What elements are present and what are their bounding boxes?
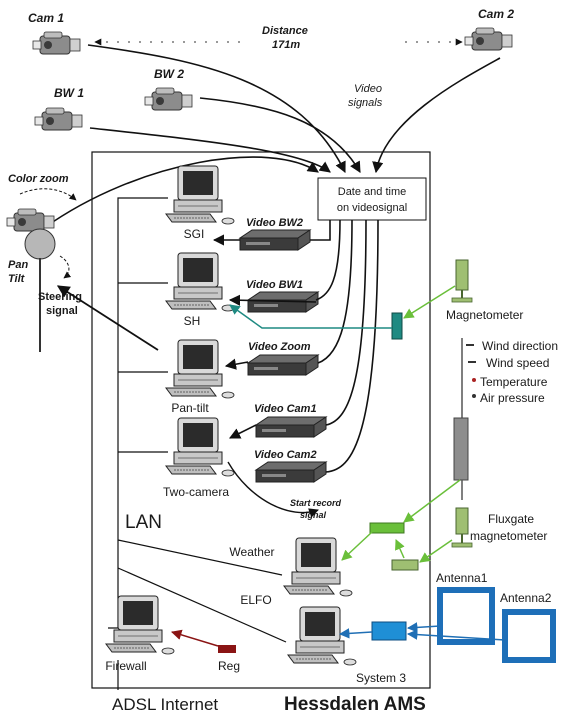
vcr-cam2-icon bbox=[255, 461, 327, 483]
recorder-signal-lines bbox=[212, 219, 379, 473]
system-label: System 3 bbox=[356, 671, 406, 685]
elfo-input-arrow bbox=[338, 628, 373, 639]
temperature-icon bbox=[472, 378, 476, 382]
vcr-bw2-label: Video BW2 bbox=[246, 217, 303, 229]
video-signals-label-2: signals bbox=[348, 97, 383, 109]
tilt-rotation-arrow bbox=[59, 255, 72, 279]
color-zoom-label: Color zoom bbox=[8, 173, 69, 185]
date-time-box bbox=[317, 177, 427, 221]
antenna2-arrow bbox=[406, 629, 506, 641]
antenna2-label: Antenna2 bbox=[500, 591, 552, 605]
weather-interface-icon bbox=[369, 522, 405, 534]
antenna2-icon bbox=[502, 609, 556, 663]
bw1-label: BW 1 bbox=[54, 86, 84, 100]
vcr-zoom-icon bbox=[247, 354, 319, 376]
vcr-bw2-icon bbox=[239, 229, 311, 251]
temperature-label: Temperature bbox=[480, 375, 548, 389]
firewall-label: Firewall bbox=[105, 659, 146, 673]
weather-station-arrow bbox=[403, 479, 461, 523]
elfo-label: ELFO bbox=[240, 593, 271, 607]
internet-label: ADSL Internet bbox=[112, 695, 218, 714]
antenna1-icon bbox=[437, 587, 495, 645]
zoom-rotation-arrow bbox=[19, 188, 77, 201]
elfo-computer-icon bbox=[287, 606, 357, 666]
magnetometer-label: Magnetometer bbox=[446, 308, 523, 322]
video-signal-lines bbox=[43, 44, 501, 229]
steering-label-2: signal bbox=[46, 305, 78, 317]
sh-computer-icon bbox=[165, 252, 235, 312]
vcr-cam1-icon bbox=[255, 416, 327, 438]
firewall-computer-icon bbox=[105, 595, 175, 655]
date-time-label-2: on videosignal bbox=[337, 202, 407, 214]
antenna1-label: Antenna1 bbox=[436, 571, 488, 585]
start-record-label-1: Start record bbox=[290, 498, 342, 508]
pan-tilt-head-icon bbox=[24, 228, 56, 260]
elfo-interface-icon bbox=[371, 621, 407, 641]
fluxgate-label-1: Fluxgate bbox=[488, 512, 534, 526]
magnetometer-arrow bbox=[403, 285, 456, 319]
reg-label: Reg bbox=[218, 659, 240, 673]
wind-speed-label: Wind speed bbox=[486, 356, 549, 370]
air-pressure-label: Air pressure bbox=[480, 391, 545, 405]
vcr-cam1-label: Video Cam1 bbox=[254, 403, 317, 415]
two-camera-label: Two-camera bbox=[163, 485, 229, 499]
bw2-label: BW 2 bbox=[154, 67, 184, 81]
wind-direction-label: Wind direction bbox=[482, 339, 558, 353]
vcr-cam2-label: Video Cam2 bbox=[254, 449, 317, 461]
distance-value: 171m bbox=[272, 39, 300, 51]
sh-label: SH bbox=[184, 314, 201, 328]
cam1-camera-icon bbox=[32, 31, 81, 55]
reg-arrow bbox=[170, 629, 219, 647]
weather-label: Weather bbox=[229, 545, 274, 559]
weather-computer-icon bbox=[283, 537, 353, 597]
magnetometer-to-sh-arrow bbox=[229, 304, 392, 329]
antenna1-arrow bbox=[406, 622, 441, 633]
cam2-label: Cam 2 bbox=[478, 7, 514, 21]
bw1-camera-icon bbox=[34, 107, 83, 131]
magnetometer-icon bbox=[455, 259, 469, 291]
air-pressure-icon bbox=[472, 394, 476, 398]
vcr-bw1-label: Video BW1 bbox=[246, 279, 303, 291]
diagram-title: Hessdalen AMS bbox=[284, 694, 426, 715]
fluxgate-icon bbox=[455, 507, 469, 535]
pan-tilt-computer-label: Pan-tilt bbox=[171, 401, 209, 415]
fluxgate-arrow bbox=[419, 539, 453, 563]
video-signals-label-1: Video bbox=[354, 83, 382, 95]
lan-label: LAN bbox=[125, 512, 162, 533]
weather-to-pc-arrow bbox=[341, 531, 373, 561]
tilt-label: Tilt bbox=[8, 273, 26, 285]
sgi-label: SGI bbox=[184, 227, 205, 241]
bw2-camera-icon bbox=[144, 87, 193, 111]
distance-label: Distance bbox=[262, 25, 308, 37]
steering-signal-arrow bbox=[56, 285, 159, 351]
fluxgate-label-2: magnetometer bbox=[470, 529, 547, 543]
pan-tilt-camera-icon bbox=[6, 208, 55, 232]
start-record-arrow bbox=[227, 461, 319, 518]
fluxgate-interface-icon bbox=[391, 559, 419, 571]
sgi-computer-icon bbox=[165, 165, 235, 225]
cam2-camera-icon bbox=[464, 27, 513, 51]
cam1-label: Cam 1 bbox=[28, 11, 64, 25]
reg-icon bbox=[218, 645, 236, 653]
date-time-label-1: Date and time bbox=[338, 186, 406, 198]
weather-station-icon bbox=[453, 417, 469, 481]
pan-label: Pan bbox=[8, 259, 28, 271]
lan-lines bbox=[108, 197, 287, 643]
fluxgate-up-arrow bbox=[395, 539, 405, 559]
two-camera-computer-icon bbox=[165, 417, 235, 477]
magnetometer-interface-icon bbox=[391, 312, 403, 340]
system-boundary bbox=[91, 151, 431, 689]
pan-tilt-computer-icon bbox=[165, 339, 235, 399]
vcr-zoom-label: Video Zoom bbox=[248, 341, 311, 353]
